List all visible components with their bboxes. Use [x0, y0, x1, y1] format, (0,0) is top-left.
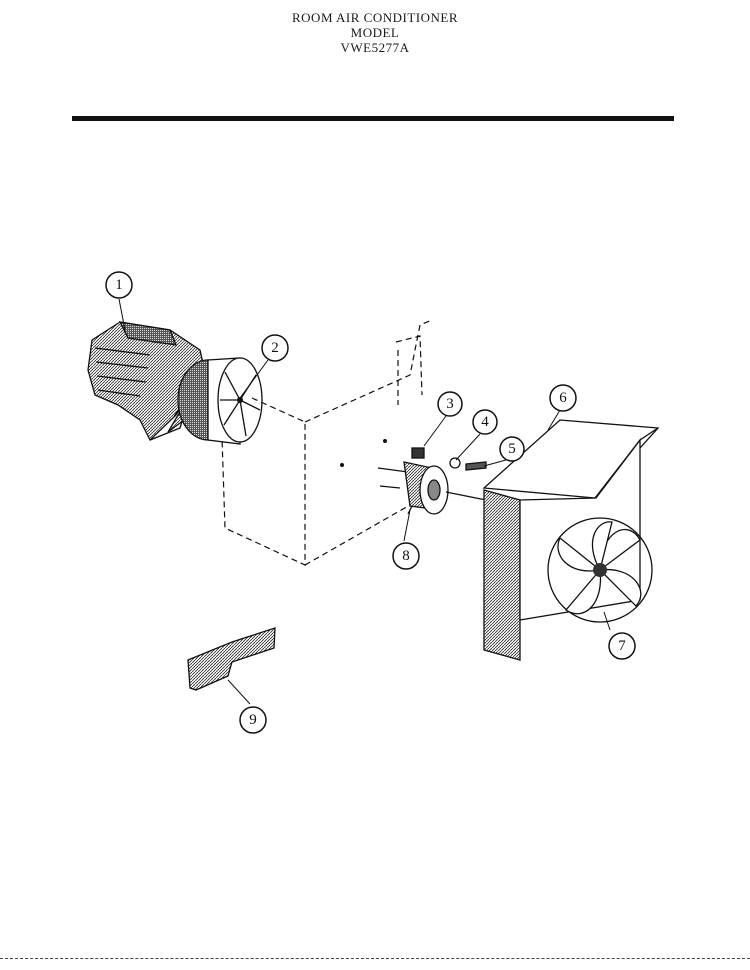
callout-3: 3	[437, 391, 463, 417]
header-title: ROOM AIR CONDITIONER	[292, 10, 458, 25]
callout-1: 1	[105, 271, 133, 299]
callout-8-label: 8	[402, 548, 410, 564]
scroll-dashed-outline	[221, 319, 433, 566]
callout-5-label: 5	[508, 441, 516, 457]
callout-4-label: 4	[481, 414, 489, 430]
callout-3-label: 3	[446, 396, 454, 412]
motor-mount-hardware	[340, 439, 487, 471]
callout-6-label: 6	[559, 390, 567, 406]
callout-6: 6	[549, 384, 577, 412]
callout-7: 7	[608, 632, 636, 660]
header-rule	[72, 116, 674, 121]
callout-7-label: 7	[618, 638, 626, 654]
fan-motor	[377, 461, 487, 515]
mounting-bracket	[187, 627, 276, 691]
blower-wheel	[177, 357, 263, 445]
diagram-header: ROOM AIR CONDITIONER MODEL VWE5277A	[0, 10, 750, 55]
callout-5: 5	[499, 436, 525, 462]
callout-9: 9	[239, 706, 267, 734]
leader-lines	[118, 298, 611, 705]
callout-1-label: 1	[115, 277, 123, 293]
footer-dashed-rule	[0, 958, 750, 960]
callout-2: 2	[261, 334, 289, 362]
condenser-fan-blade	[547, 517, 653, 623]
callout-2-label: 2	[271, 340, 279, 356]
callout-9-label: 9	[249, 712, 257, 728]
header-model-label: MODEL	[350, 25, 400, 40]
header-model-number: VWE5277A	[340, 40, 410, 55]
callout-8: 8	[392, 542, 420, 570]
callout-4: 4	[472, 409, 498, 435]
